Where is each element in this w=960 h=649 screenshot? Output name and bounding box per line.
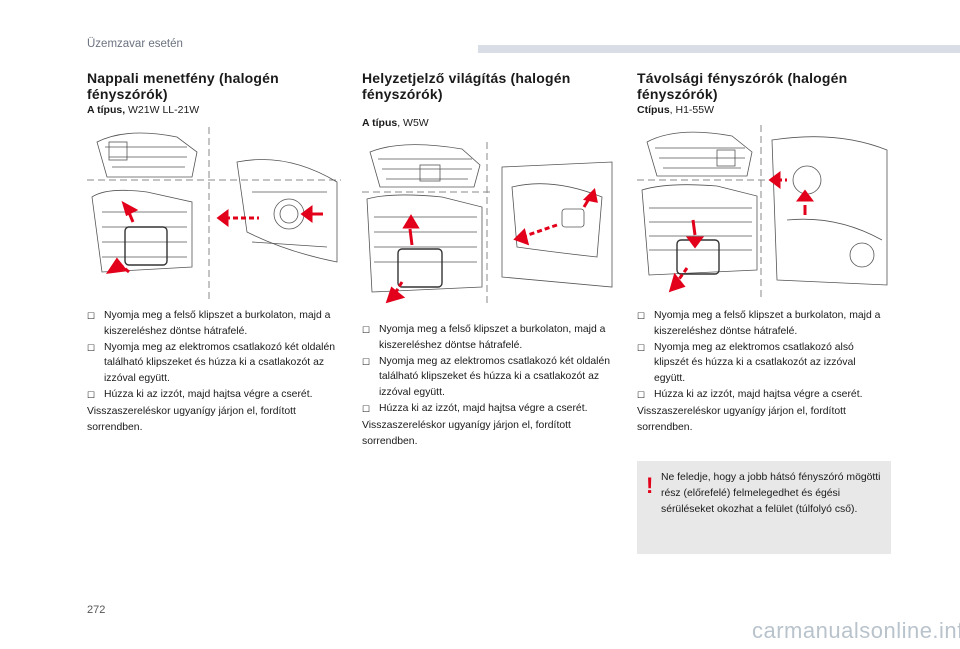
- column-title: Nappali menetfény (halogén fényszórók): [87, 70, 279, 102]
- illustration-position-lights: [362, 137, 616, 307]
- reassembly-note: Visszaszereléskor ugyanígy járjon el, fo…: [87, 405, 296, 433]
- bulb-type: A típus, W5W: [362, 117, 429, 129]
- column-title: Helyzetjelző világítás (halogén fényszór…: [362, 70, 571, 102]
- step-item: ☐Nyomja meg a felső klipszet a burkolato…: [362, 322, 614, 354]
- warning-note: ! Ne feledje, hogy a jobb hátsó fényszór…: [637, 461, 891, 554]
- checkbox-icon: ☐: [637, 389, 646, 400]
- step-item: ☐Nyomja meg az elektromos csatlakozó als…: [637, 340, 889, 387]
- column-daytime-lights: Nappali menetfény (halogén fényszórók) A…: [87, 70, 337, 116]
- column-title: Távolsági fényszórók (halogén fényszórók…: [637, 70, 848, 102]
- step-item: ☐Nyomja meg a felső klipszet a burkolato…: [87, 308, 337, 340]
- step-item: ☐Húzza ki az izzót, majd hajtsa végre a …: [637, 387, 889, 404]
- checkbox-icon: ☐: [637, 342, 646, 353]
- checkbox-icon: ☐: [362, 403, 371, 414]
- checkbox-icon: ☐: [362, 356, 371, 367]
- column-high-beam: Távolsági fényszórók (halogén fényszórók…: [637, 70, 887, 116]
- step-item: ☐Nyomja meg az elektromos csatlakozó két…: [87, 340, 337, 387]
- checkbox-icon: ☐: [87, 311, 96, 321]
- illustration-daytime-lights: [87, 122, 341, 300]
- watermark: carmanualsonline.info: [752, 618, 960, 643]
- warning-icon: !: [646, 473, 654, 498]
- bulb-type: A típus, W21W LL-21W: [87, 104, 200, 116]
- reassembly-note: Visszaszereléskor ugyanígy járjon el, fo…: [637, 405, 846, 433]
- reassembly-note: Visszaszereléskor ugyanígy járjon el, fo…: [362, 419, 571, 447]
- step-item: ☐Húzza ki az izzót, majd hajtsa végre a …: [87, 387, 337, 404]
- step-item: ☐Nyomja meg a felső klipszet a burkolato…: [637, 308, 889, 340]
- checkbox-icon: ☐: [362, 325, 371, 335]
- steps-position-lights: ☐Nyomja meg a felső klipszet a burkolato…: [362, 322, 614, 449]
- section-label: Üzemzavar esetén: [87, 38, 183, 50]
- page-number: 272: [87, 604, 106, 616]
- bulb-type: Ctípus, H1-55W: [637, 104, 715, 116]
- steps-daytime-lights: ☐Nyomja meg a felső klipszet a burkolato…: [87, 308, 337, 435]
- checkbox-icon: ☐: [87, 342, 96, 353]
- checkbox-icon: ☐: [637, 311, 646, 321]
- steps-high-beam: ☐Nyomja meg a felső klipszet a burkolato…: [637, 308, 889, 435]
- illustration-high-beam: [637, 120, 891, 300]
- step-item: ☐Húzza ki az izzót, majd hajtsa végre a …: [362, 401, 614, 418]
- step-item: ☐Nyomja meg az elektromos csatlakozó két…: [362, 354, 614, 401]
- header-bar: [478, 45, 960, 53]
- column-position-lights: Helyzetjelző világítás (halogén fényszór…: [362, 70, 612, 129]
- warning-text: Ne feledje, hogy a jobb hátsó fényszóró …: [661, 472, 881, 515]
- checkbox-icon: ☐: [87, 389, 96, 400]
